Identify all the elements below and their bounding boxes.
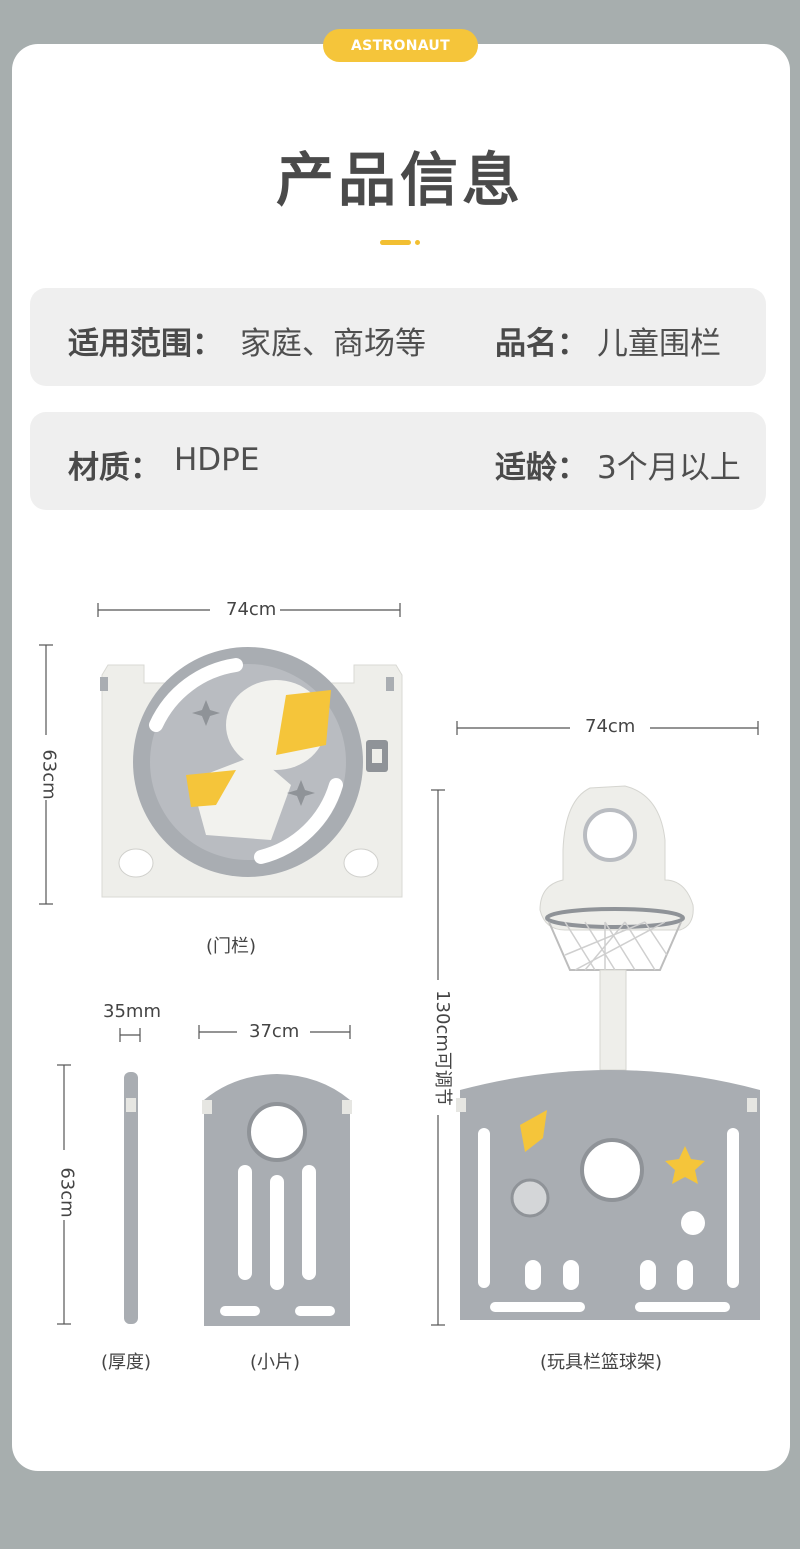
basket-caption: (玩具栏篮球架) (540, 1352, 663, 1373)
title-underline (380, 240, 411, 245)
info-label-material: 材质： (68, 450, 161, 486)
thickness-panel-illustration (124, 1072, 138, 1324)
gate-width-label: 74cm (226, 599, 277, 620)
small-panel-illustration (202, 1074, 352, 1326)
info-value-material: HDPE (174, 442, 260, 478)
title-underline-dot (415, 240, 420, 245)
basket-height-label: 130cm可调节 (431, 990, 453, 1106)
basket-height-dimension-line (431, 789, 445, 1326)
basket-width-dimension-line (456, 721, 759, 735)
gate-height-label: 63cm (38, 749, 60, 800)
info-label-name: 品名： (495, 326, 588, 362)
thickness-width-label: 35mm (103, 1001, 161, 1022)
small-width-label: 37cm (249, 1021, 300, 1042)
info-value-name: 儿童围栏 (597, 326, 721, 362)
basketball-panel-illustration (456, 785, 760, 1320)
page-title: 产品信息 (275, 146, 524, 214)
gate-caption: (门栏) (206, 936, 257, 957)
thickness-height-dimension-line (57, 1064, 71, 1325)
astronaut-badge: ASTRONAUT (323, 29, 478, 62)
gate-height-dimension-line (39, 644, 53, 905)
basket-width-label: 74cm (585, 716, 636, 737)
thickness-height-label: 63cm (56, 1167, 78, 1218)
info-row-1: 适用范围： 家庭、商场等 品名： 儿童围栏 (30, 288, 766, 386)
info-value-age: 3个月以上 (597, 450, 741, 486)
info-label-usage: 适用范围： (68, 326, 223, 362)
gate-panel-illustration (100, 647, 403, 898)
gate-width-dimension-line (97, 603, 401, 617)
info-row-2: 材质： HDPE 适龄： 3个月以上 (30, 412, 766, 510)
info-label-age: 适龄： (495, 450, 588, 486)
info-value-usage: 家庭、商场等 (240, 326, 426, 362)
small-width-dimension-line (198, 1025, 351, 1039)
thickness-caption: (厚度) (101, 1352, 152, 1373)
small-caption: (小片) (250, 1352, 301, 1373)
thickness-dimension-line (119, 1028, 141, 1042)
